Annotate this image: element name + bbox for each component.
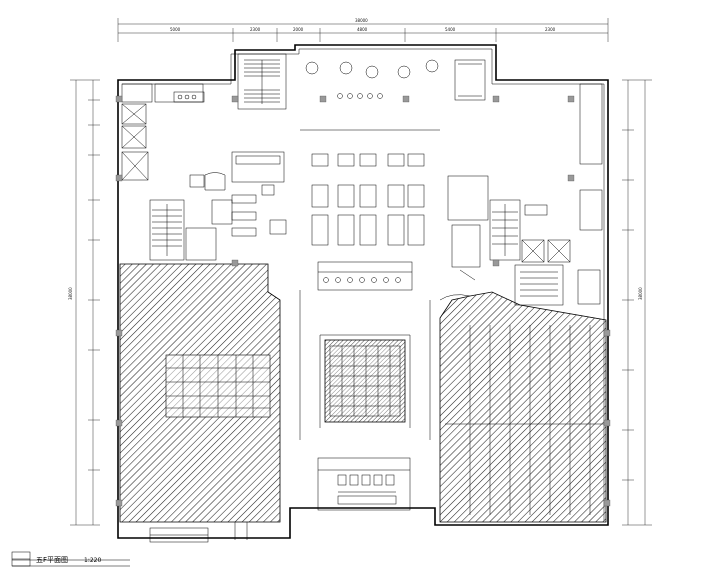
- central-seating-grid: [311, 153, 425, 291]
- dim-left-overall: 38000: [68, 287, 73, 300]
- top-left-service-rooms: [121, 83, 205, 181]
- outer-walls: [117, 44, 609, 543]
- top-lounge-tables: [305, 59, 486, 101]
- structural-columns: [115, 95, 611, 507]
- right-core: [447, 83, 603, 306]
- central-auditorium: [319, 334, 411, 428]
- dim-top-seg-1: 5000: [170, 27, 181, 32]
- top-dimension-chain: 38000 5000 2300 2000 4800 5400 2300: [117, 18, 609, 42]
- reception-area: [189, 151, 287, 237]
- bottom-restrooms: [317, 457, 411, 511]
- dim-top-seg-4: 4800: [357, 27, 368, 32]
- top-stair: [237, 53, 287, 110]
- right-workstations: [445, 325, 606, 515]
- dim-top-seg-6: 2300: [545, 27, 556, 32]
- left-dimension-chain: 38000: [68, 79, 100, 526]
- dim-top-seg-5: 5400: [445, 27, 456, 32]
- right-dimension-chain: 38000: [622, 79, 652, 526]
- dim-top-overall: 38000: [355, 18, 368, 23]
- left-stair: [149, 199, 233, 261]
- left-workstations: [165, 354, 271, 418]
- circulation-lines: [299, 129, 476, 440]
- drawing-title: 五F平面图: [36, 556, 68, 564]
- dim-top-seg-3: 2000: [293, 27, 304, 32]
- dim-right-overall: 38000: [638, 287, 643, 300]
- title-block: 五F平面图 1:220: [11, 551, 130, 567]
- drawing-scale: 1:220: [84, 557, 101, 564]
- dim-top-seg-2: 2300: [250, 27, 261, 32]
